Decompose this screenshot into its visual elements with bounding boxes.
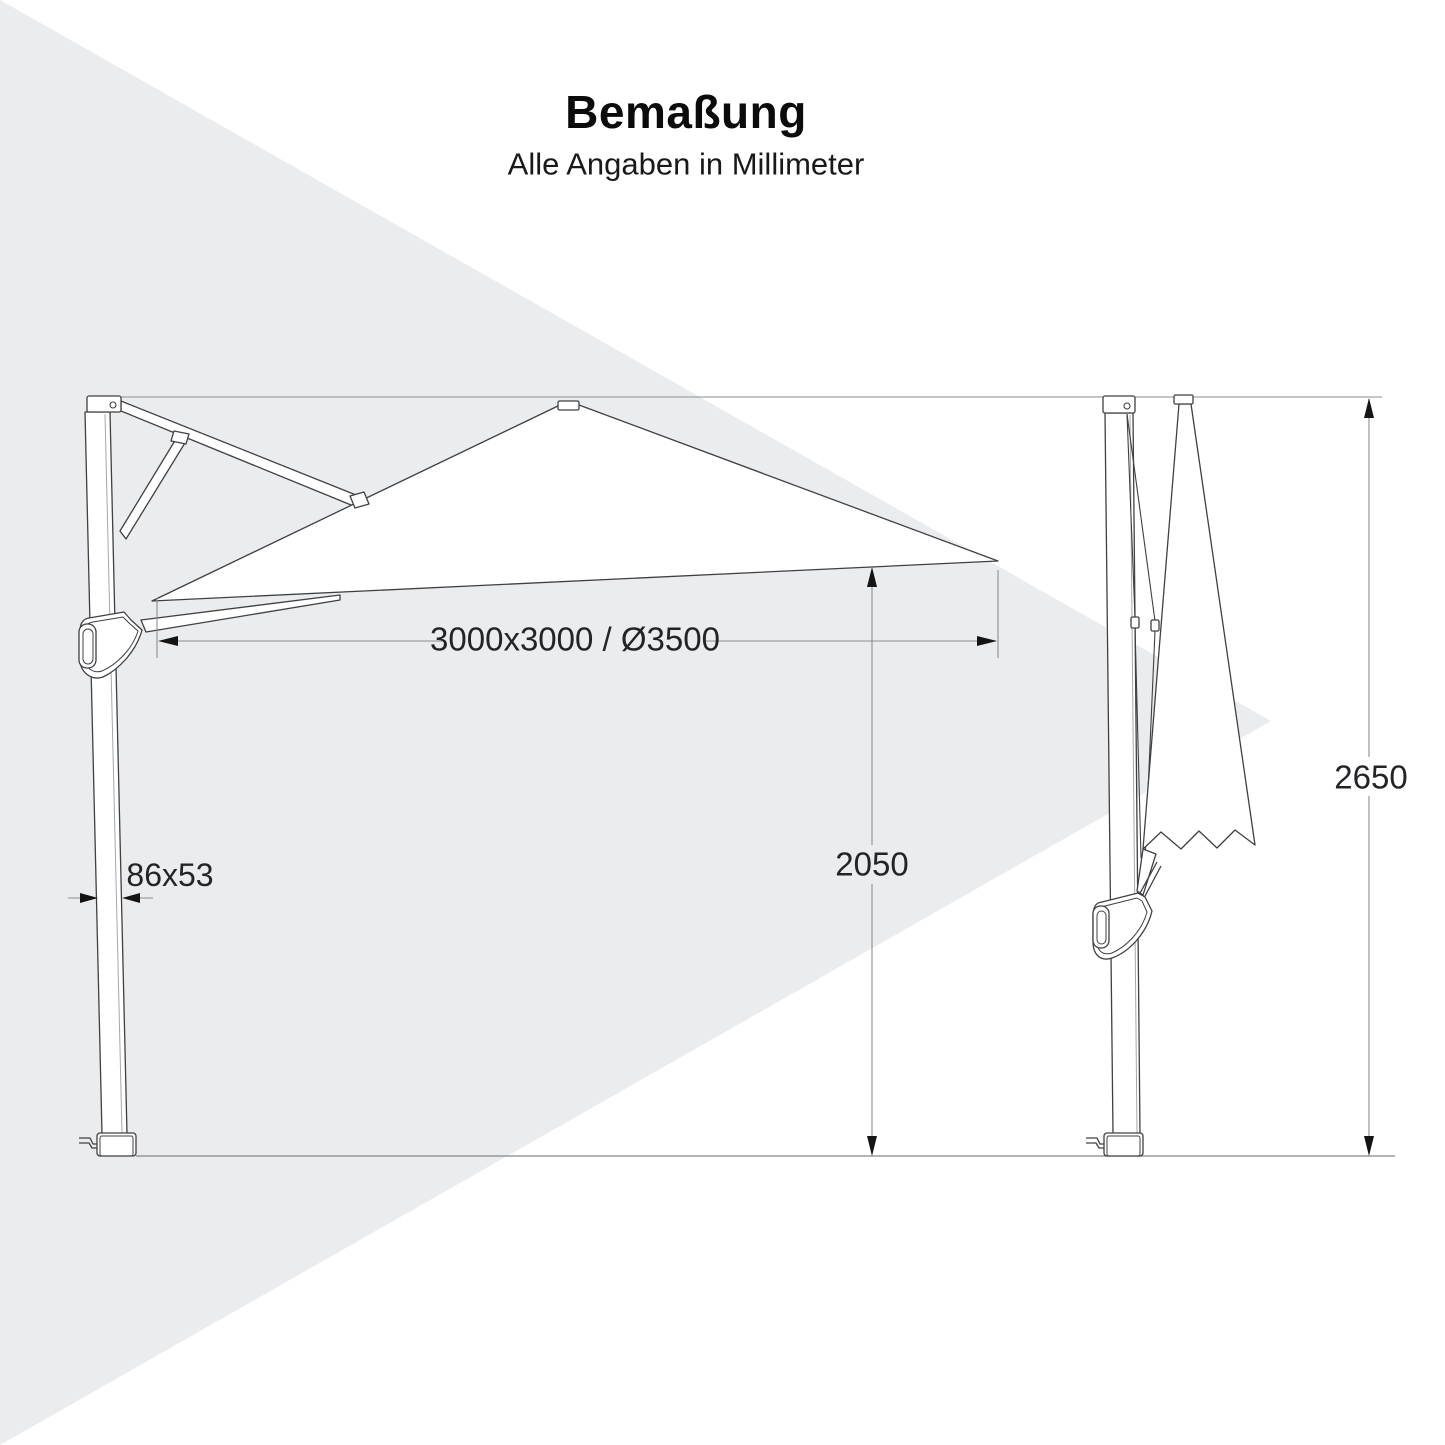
left-crank-handle-slot-inner	[82, 628, 94, 665]
right-pole-shading-line	[1129, 414, 1138, 1134]
closed-canopy	[1142, 403, 1256, 850]
background-watermark-triangle	[0, 0, 1271, 1445]
total-arrow-down	[1364, 1136, 1374, 1156]
right-pole	[1104, 412, 1141, 1135]
total-height-dimension-label: 2650	[1334, 758, 1408, 796]
reference-lines	[121, 396, 1395, 1157]
pole-arrow-left	[122, 893, 140, 903]
canopy-peak-cap	[557, 400, 580, 411]
pole-section-dimension-label: 86x53	[126, 857, 214, 893]
right-crank-handle-slot	[1092, 905, 1110, 949]
left-strut-bracket	[170, 430, 190, 445]
clearance-height-dimension-label: 2050	[835, 845, 909, 883]
arm-canopy-bracket	[349, 491, 370, 509]
page-title: Bemaßung	[565, 86, 807, 138]
dimension-lines	[68, 399, 1370, 1154]
left-lower-arm	[140, 594, 341, 633]
rib-end-fitting-1	[1130, 616, 1140, 629]
left-base-block-inner	[99, 1135, 134, 1157]
canopy-size-dimension-label: 3000x3000 / Ø3500	[430, 620, 720, 658]
right-crank-handle-slot-inner	[1096, 910, 1107, 945]
canopy-arrow-left	[158, 636, 178, 646]
pole-arrow-right	[80, 893, 98, 903]
right-base-lever	[1086, 1137, 1104, 1149]
canopy-strap	[1138, 861, 1162, 899]
total-arrow-up	[1364, 398, 1374, 418]
canopy-fabric-tail	[1136, 848, 1157, 896]
right-base-block-inner	[1106, 1135, 1141, 1157]
clearance-arrow-down	[867, 1136, 877, 1156]
closed-canopy-top-cap	[1173, 394, 1194, 405]
closed-umbrella-drawing	[1086, 394, 1256, 1157]
right-pole-cap-bolt	[1123, 402, 1131, 410]
left-base-lever	[79, 1137, 97, 1149]
left-pole-cap-bolt	[109, 401, 117, 409]
open-umbrella-drawing	[78, 395, 999, 1157]
left-pole-shading-line	[104, 413, 123, 1134]
rib-end-fitting-2	[1150, 619, 1160, 632]
page-subtitle: Alle Angaben in Millimeter	[507, 146, 865, 182]
dimension-arrowheads	[80, 398, 1374, 1156]
canopy-arrow-right	[977, 636, 997, 646]
clearance-arrow-up	[867, 567, 877, 587]
